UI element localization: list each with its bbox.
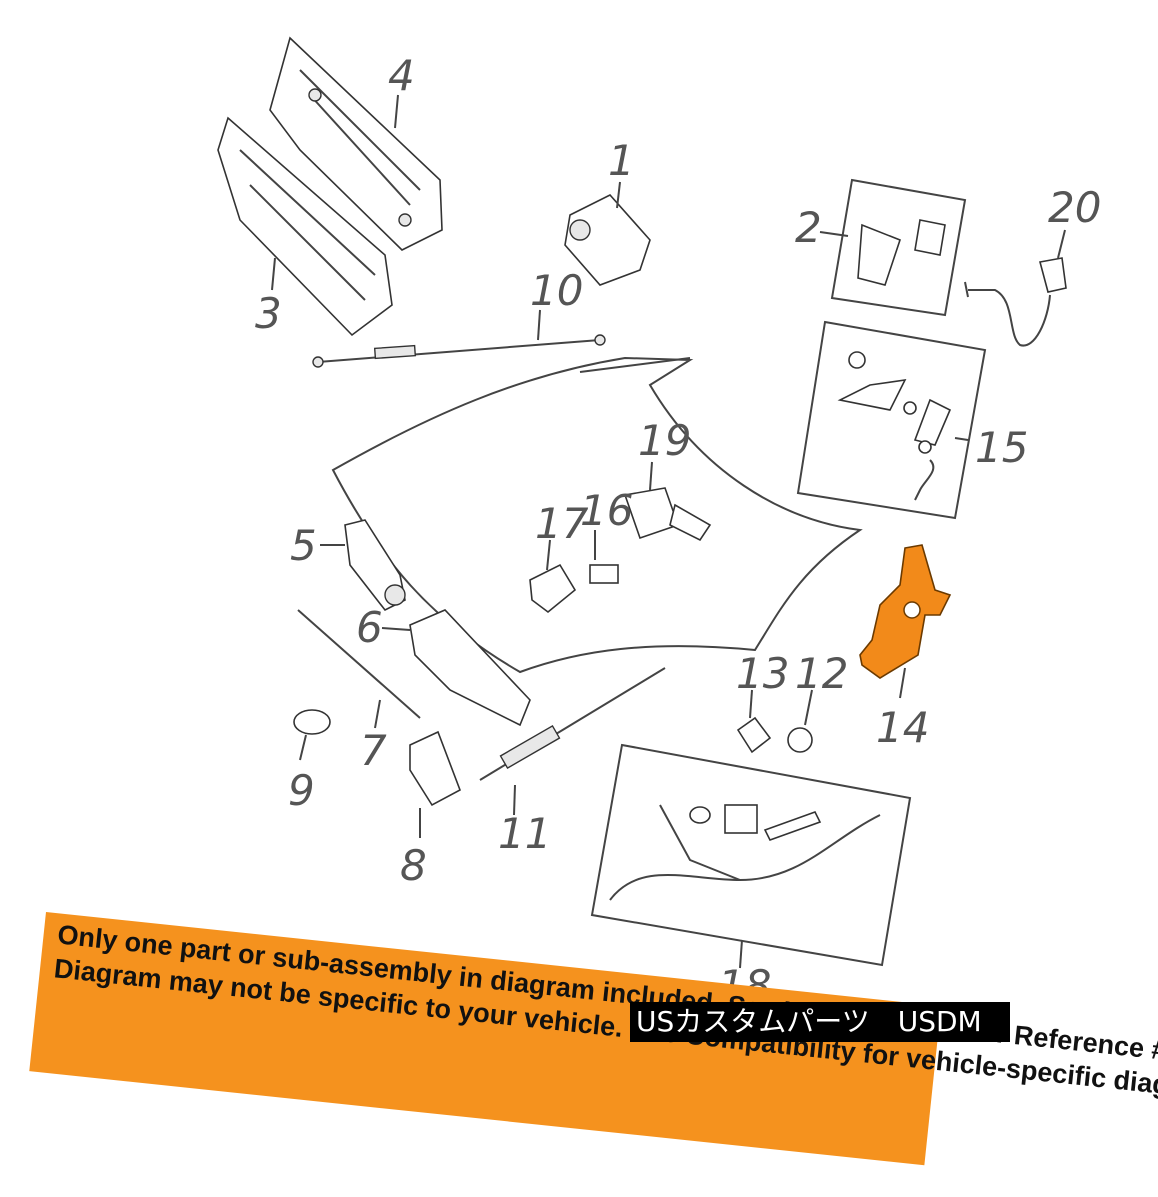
roof-edge bbox=[579, 357, 691, 373]
label-3: 3 bbox=[255, 289, 282, 338]
label-10: 10 bbox=[530, 266, 583, 315]
label-1: 1 bbox=[608, 136, 635, 185]
part-9-cap bbox=[293, 709, 331, 735]
store-watermark: USカスタムパーツ USDM bbox=[630, 1002, 1010, 1042]
leader-lines bbox=[271, 94, 1066, 969]
box-18 bbox=[590, 743, 912, 967]
label-17: 17 bbox=[535, 499, 589, 548]
part-14-latch-highlighted bbox=[859, 544, 952, 679]
label-13: 13 bbox=[736, 649, 789, 698]
label-20: 20 bbox=[1048, 183, 1101, 232]
roof-outline bbox=[331, 356, 863, 674]
part-1-motor bbox=[564, 194, 651, 286]
label-16: 16 bbox=[580, 486, 633, 535]
part-20-cable bbox=[964, 257, 1067, 347]
part-6-gearbox bbox=[409, 609, 531, 727]
part-16-clip bbox=[589, 564, 619, 584]
box-2 bbox=[830, 178, 967, 317]
label-2: 2 bbox=[795, 203, 822, 252]
label-14: 14 bbox=[876, 703, 929, 752]
part-3-panel bbox=[217, 116, 393, 337]
part-8-bracket bbox=[409, 730, 461, 807]
reference-labels: 1 2 3 4 5 6 7 8 9 10 11 12 13 14 15 16 1… bbox=[255, 51, 1101, 1010]
part-19-switch bbox=[623, 487, 712, 542]
part-12-ballstud bbox=[787, 727, 813, 753]
part-11-strut bbox=[479, 667, 666, 781]
part-13-bushing bbox=[736, 716, 772, 754]
label-11: 11 bbox=[498, 809, 551, 858]
label-8: 8 bbox=[400, 841, 427, 890]
label-12: 12 bbox=[795, 649, 848, 698]
part-17-bracket bbox=[529, 563, 577, 614]
part-5-motor bbox=[344, 519, 406, 612]
part-7-rod bbox=[297, 609, 421, 719]
label-5: 5 bbox=[290, 521, 317, 570]
label-7: 7 bbox=[360, 726, 387, 775]
part-10-rod bbox=[312, 334, 606, 368]
label-4: 4 bbox=[388, 51, 415, 100]
parts-diagram: 1 2 3 4 5 6 7 8 9 10 11 12 13 14 15 16 1… bbox=[217, 36, 1101, 1010]
box-15 bbox=[796, 320, 987, 520]
label-9: 9 bbox=[288, 766, 315, 815]
label-15: 15 bbox=[975, 423, 1028, 472]
label-6: 6 bbox=[356, 603, 383, 652]
label-19: 19 bbox=[638, 416, 691, 465]
part-4-panel bbox=[269, 36, 443, 251]
